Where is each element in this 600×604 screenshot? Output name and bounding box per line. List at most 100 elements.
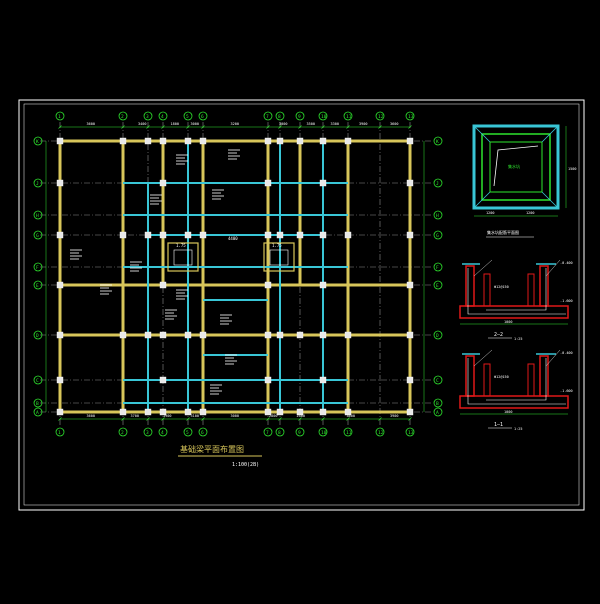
pit-diag-1 — [473, 125, 491, 143]
column-9-3 — [319, 281, 327, 289]
column-0-6 — [56, 408, 64, 416]
axis-bubble-bottom-9 — [295, 427, 305, 437]
axis-label-left-J: J — [36, 181, 39, 187]
section_22-wall-left — [465, 265, 475, 307]
pit-right-inner — [269, 249, 289, 266]
axis-label-top-12: 12 — [378, 114, 384, 120]
section_22-wall-right-inner — [527, 273, 535, 307]
axis-label-bottom-3: 3 — [146, 430, 149, 436]
dim-bottom-0: 3600 — [87, 414, 95, 418]
dim-top-7: 3300 — [331, 122, 339, 126]
axis-bubble-bottom-11 — [343, 427, 353, 437]
axis-label-top-5: 5 — [186, 114, 189, 120]
axis-label-bottom-13: 13 — [408, 430, 414, 436]
axis-bubble-top-4 — [158, 111, 168, 121]
dim-tick-top-5 — [201, 125, 205, 129]
axis-bubble-top-7 — [263, 111, 273, 121]
column-8-6 — [296, 408, 304, 416]
dim-bottom-7: 3600 — [347, 414, 355, 418]
dim-bottom-6: 2400 — [297, 414, 305, 418]
pit-dim-right: 1200 — [526, 211, 534, 215]
column-7-4 — [276, 331, 284, 339]
axis-bubble-left-E — [33, 280, 43, 290]
pit-detail-title: 集水坑配筋平面图 — [487, 229, 519, 235]
axis-bubble-right-A — [433, 407, 443, 417]
dim-bottom-5: 2800 — [269, 414, 277, 418]
dim-tick-bottom-2 — [146, 417, 150, 421]
dim-tick-bottom-5 — [201, 417, 205, 421]
section_22-elev-top: -0.400 — [560, 261, 573, 265]
column-10-2 — [344, 231, 352, 239]
column-4-4 — [184, 331, 192, 339]
section_22-rebar-label: Φ12@150 — [494, 285, 509, 289]
axis-bubble-bottom-7 — [263, 427, 273, 437]
column-6-1 — [264, 179, 272, 187]
dim-bottom-8: 3900 — [390, 414, 398, 418]
axis-bubble-bottom-8 — [275, 427, 285, 437]
pit-diag-4 — [541, 191, 559, 209]
column-0-4 — [56, 331, 64, 339]
pit-left — [167, 242, 199, 272]
dim-tick-bottom-8 — [298, 417, 302, 421]
axis-bubble-right-H — [433, 210, 443, 220]
pit-left-inner — [173, 249, 193, 266]
axis-label-top-8: 8 — [278, 114, 281, 120]
section_11-wall-right — [539, 355, 549, 397]
dim-tick-top-11 — [378, 125, 382, 129]
column-0-2 — [56, 231, 64, 239]
axis-label-top-9: 9 — [298, 114, 301, 120]
dim-bottom-2: 1900 — [163, 414, 171, 418]
axis-label-left-F: F — [36, 265, 39, 271]
axis-label-left-D: D — [36, 333, 39, 339]
axis-label-right-A: A — [436, 410, 439, 416]
column-2-2 — [144, 231, 152, 239]
column-5-2 — [199, 231, 207, 239]
dim-top-8: 3900 — [359, 122, 367, 126]
axis-bubble-bottom-6 — [198, 427, 208, 437]
dim-tick-bottom-10 — [346, 417, 350, 421]
axis-label-bottom-9: 9 — [298, 430, 301, 436]
dim-top-3: 3000 — [191, 122, 199, 126]
column-3-4 — [159, 331, 167, 339]
column-11-4 — [406, 331, 414, 339]
section_11-elev-top: -0.400 — [560, 351, 573, 355]
dim-top-0: 3600 — [87, 122, 95, 126]
axis-bubble-bottom-2 — [118, 427, 128, 437]
axis-label-right-H: H — [436, 213, 439, 219]
section_11-rebar-bottom — [467, 358, 566, 405]
axis-label-top-10: 10 — [321, 114, 327, 120]
axis-label-right-C: C — [436, 378, 439, 384]
dim-tick-top-4 — [186, 125, 190, 129]
axis-bubble-top-3 — [143, 111, 153, 121]
section_22-wall-right — [539, 265, 549, 307]
section_11-width: 1000 — [504, 410, 512, 414]
pit-dim-side: 1500 — [568, 167, 576, 171]
dim-tick-bottom-1 — [121, 417, 125, 421]
section_22-title: 2—2 — [494, 332, 503, 338]
column-0-3 — [56, 281, 64, 289]
dim-tick-bottom-12 — [408, 417, 412, 421]
axis-label-bottom-5: 5 — [186, 430, 189, 436]
section_11-leader-1 — [473, 349, 493, 367]
column-9-0 — [319, 137, 327, 145]
sheet-inner-border — [23, 103, 580, 506]
pit-diag-2 — [541, 125, 559, 143]
axis-label-left-G: G — [36, 233, 39, 239]
axis-label-top-2: 2 — [121, 114, 124, 120]
dim-bottom-1: 3700 — [131, 414, 139, 418]
axis-bubble-top-13 — [405, 111, 415, 121]
axis-label-right-J: J — [436, 181, 439, 187]
axis-label-left-H: H — [36, 213, 39, 219]
column-8-4 — [296, 331, 304, 339]
axis-bubble-right-J — [433, 178, 443, 188]
column-5-0 — [199, 137, 207, 145]
column-3-1 — [159, 179, 167, 187]
column-3-3 — [159, 281, 167, 289]
section_22-rebar-bottom — [467, 268, 566, 315]
axis-bubble-left-C — [33, 375, 43, 385]
axis-bubble-top-10 — [318, 111, 328, 121]
dim-top-6: 3500 — [307, 122, 315, 126]
